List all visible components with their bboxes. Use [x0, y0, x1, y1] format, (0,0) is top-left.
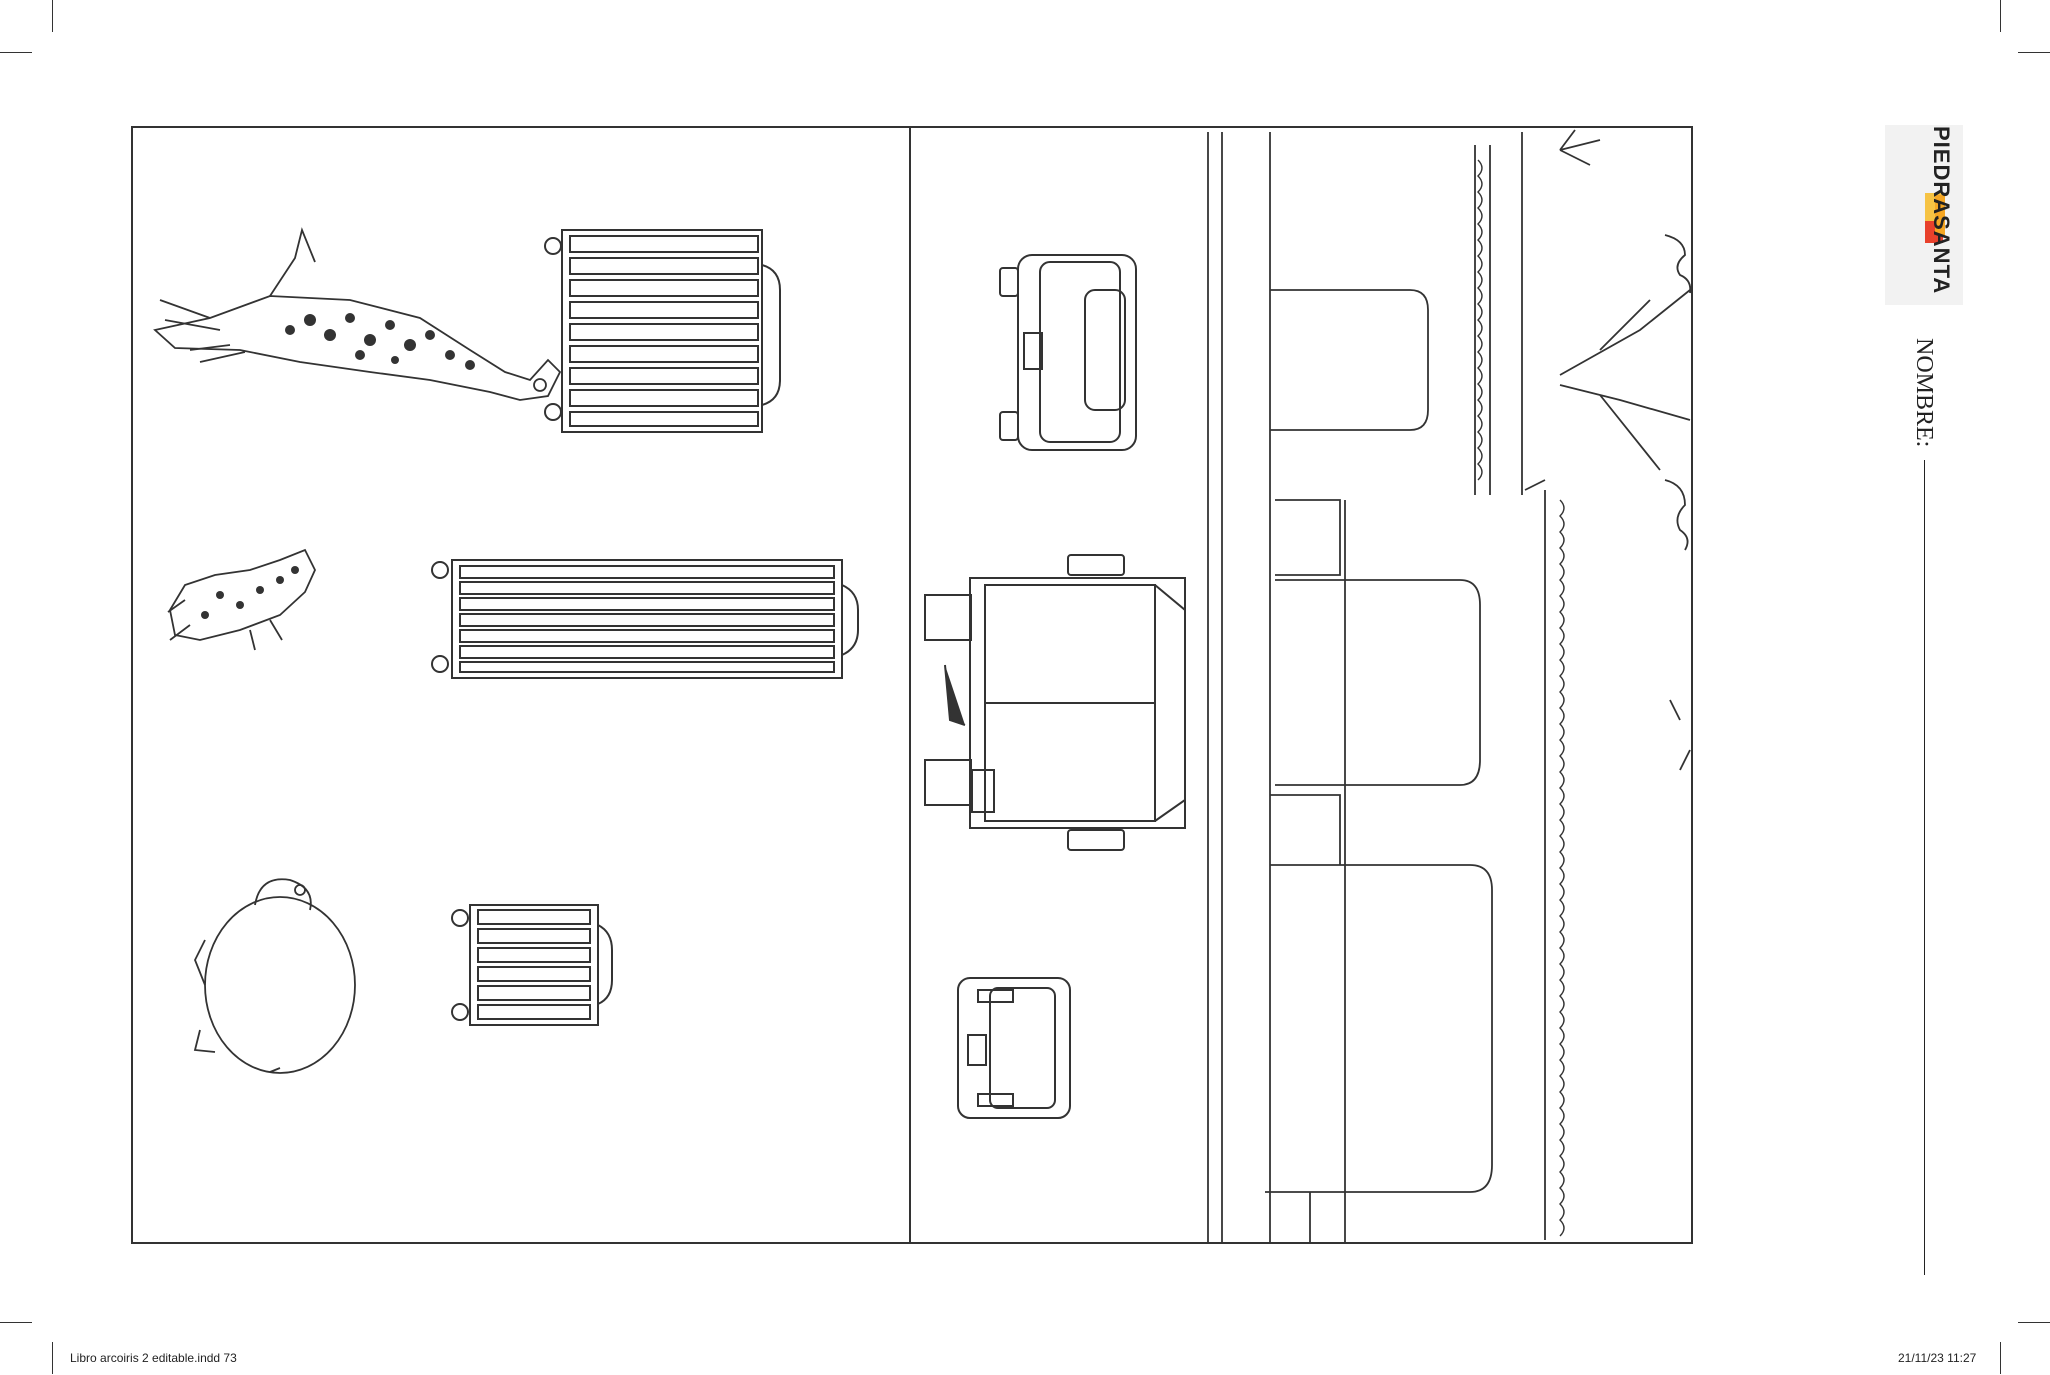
garage-row: [1207, 132, 1546, 1243]
large-cage: [431, 559, 859, 679]
small-cage: [451, 904, 613, 1026]
name-label: NOMBRE:: [1911, 338, 1937, 448]
crop-mark: [0, 1322, 32, 1323]
giraffe-icon: [153, 227, 562, 401]
worksheet-frame: [131, 126, 1693, 1244]
file-info: Libro arcoiris 2 editable.indd 73: [70, 1351, 237, 1365]
cheetah-icon: [167, 548, 316, 651]
hippo-icon: [193, 878, 356, 1074]
name-line[interactable]: [1924, 460, 1925, 1275]
crop-mark: [52, 0, 53, 32]
timestamp: 21/11/23 11:27: [1898, 1351, 1977, 1365]
crop-mark: [2000, 1342, 2001, 1374]
crop-mark: [2018, 52, 2050, 53]
piedrasanta-logo: [1885, 125, 1963, 305]
brand-name: PIEDRASANTA: [1929, 126, 1954, 295]
crop-mark: [52, 1342, 53, 1374]
tree-icon: [1559, 129, 1692, 771]
small-car-icon: [957, 977, 1071, 1119]
truck-icon: [924, 554, 1186, 851]
medium-cage: [544, 229, 781, 433]
car-icon: [999, 254, 1137, 451]
crop-mark: [2018, 1322, 2050, 1323]
roof-tiles: [1477, 159, 1565, 1237]
crop-mark: [0, 52, 32, 53]
crop-mark: [2000, 0, 2001, 32]
